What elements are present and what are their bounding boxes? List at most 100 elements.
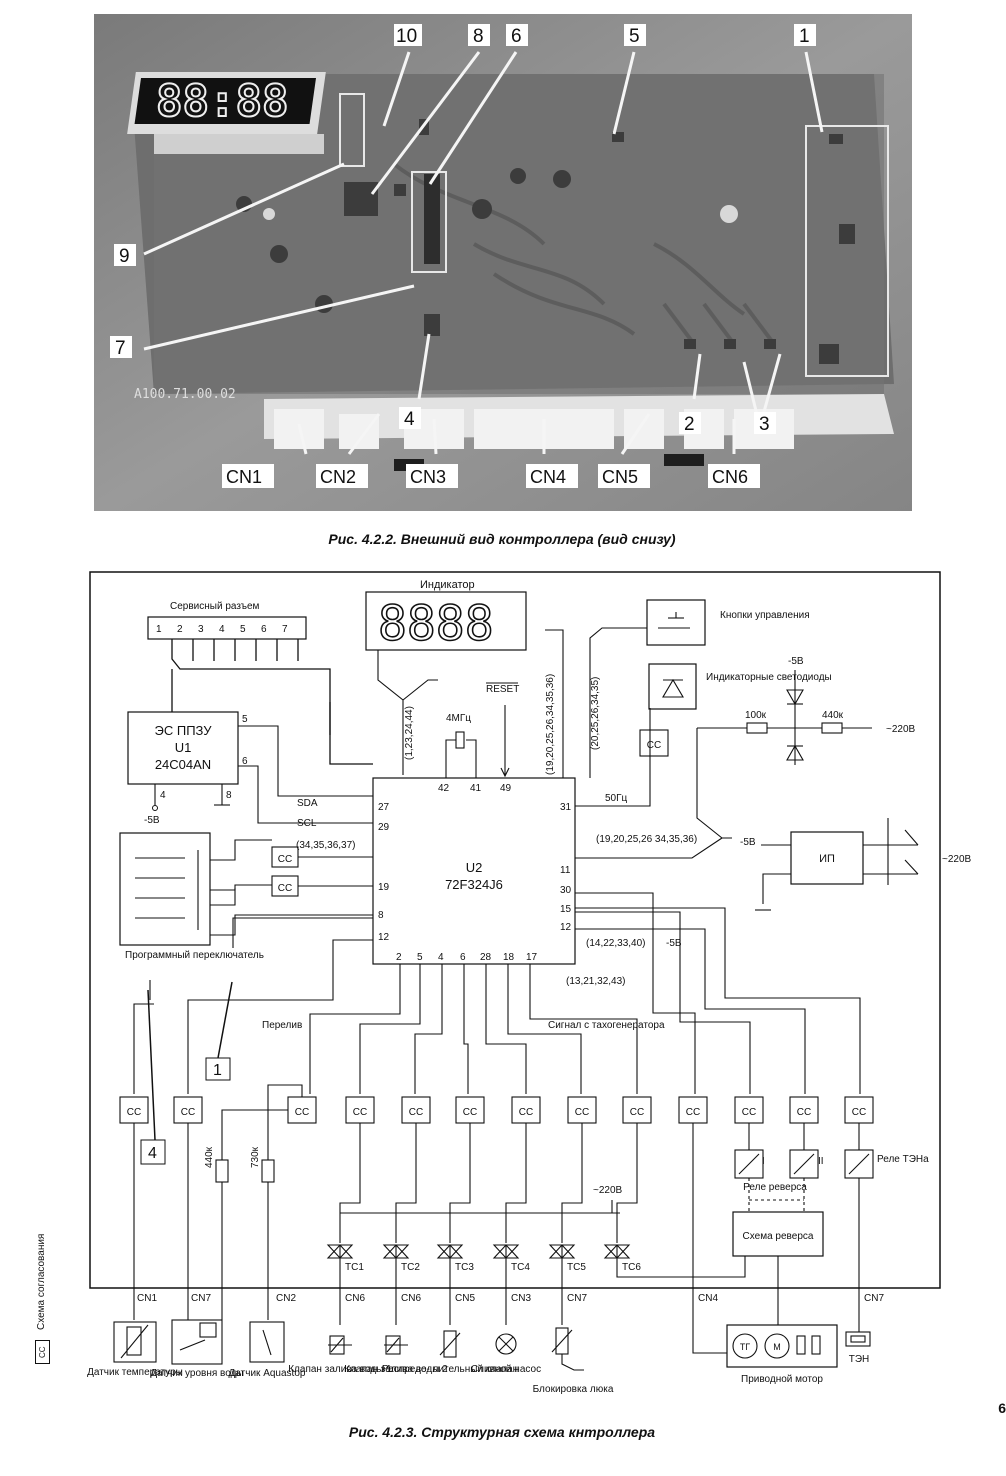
svg-text:8: 8 xyxy=(473,26,484,47)
figure-caption-photo: Рис. 4.2.2. Внешний вид контроллера (вид… xyxy=(328,531,676,547)
callout-1: 1 xyxy=(794,24,816,47)
svg-text:12: 12 xyxy=(560,922,572,933)
svg-text:5: 5 xyxy=(629,26,640,47)
control-buttons-label: Кнопки управления xyxy=(720,610,810,621)
device-level-sensor: Датчик уровня воды xyxy=(150,1368,243,1379)
svg-text:100к: 100к xyxy=(745,710,767,721)
svg-text:CN4: CN4 xyxy=(530,467,566,487)
svg-text:II: II xyxy=(818,1156,824,1167)
device-motor: Приводной мотор xyxy=(741,1374,823,1385)
eeprom-label: ЭС ППЗУ xyxy=(155,723,213,738)
svg-text:SCL: SCL xyxy=(297,818,317,829)
svg-text:50Гц: 50Гц xyxy=(605,793,628,804)
svg-text:Перелив: Перелив xyxy=(262,1020,302,1031)
svg-text:ТС5: ТС5 xyxy=(567,1262,586,1273)
svg-text:СС: СС xyxy=(852,1107,866,1118)
svg-text:CN7: CN7 xyxy=(567,1293,587,1304)
device-door-lock: Блокировка люка xyxy=(533,1384,614,1395)
svg-text:18: 18 xyxy=(503,952,515,963)
svg-text:CN2: CN2 xyxy=(320,467,356,487)
svg-text:Схема реверса: Схема реверса xyxy=(743,1231,814,1242)
svg-text:42: 42 xyxy=(438,783,450,794)
svg-text:(19,20,25,26 34,35,36): (19,20,25,26 34,35,36) xyxy=(596,834,697,845)
indicator-digits: 8888 xyxy=(378,596,494,652)
device-valve-1: Клапан залива воды 1 xyxy=(288,1364,392,1375)
svg-text:ТС6: ТС6 xyxy=(622,1262,641,1273)
svg-text:~220В: ~220В xyxy=(593,1185,623,1196)
marker-1: 1 xyxy=(213,1062,222,1079)
svg-text:СС: СС xyxy=(463,1107,477,1118)
svg-text:СС: СС xyxy=(181,1107,195,1118)
svg-text:19: 19 xyxy=(378,882,390,893)
page-number: 6 xyxy=(998,1400,1006,1416)
svg-text:17: 17 xyxy=(526,952,538,963)
connector-cn3: CN3 xyxy=(406,464,458,488)
svg-text:CN2: CN2 xyxy=(276,1293,296,1304)
svg-text:CN1: CN1 xyxy=(137,1293,157,1304)
svg-text:СС: СС xyxy=(278,883,292,894)
legend-text: Схема согласования xyxy=(36,1233,47,1330)
svg-text:(19,20,25,26,34,35,36): (19,20,25,26,34,35,36) xyxy=(545,674,556,775)
svg-text:31: 31 xyxy=(560,802,572,813)
svg-text:I: I xyxy=(762,1156,765,1167)
svg-text:4: 4 xyxy=(438,952,444,963)
svg-text:Сигнал с тахогенератора: Сигнал с тахогенератора xyxy=(548,1020,665,1031)
svg-text:-5В: -5В xyxy=(144,815,160,826)
svg-text:U1: U1 xyxy=(175,740,192,755)
connector-cn6: CN6 xyxy=(708,464,760,488)
svg-text:CN6: CN6 xyxy=(712,467,748,487)
svg-text:Реле реверса: Реле реверса xyxy=(743,1182,807,1193)
callout-10: 10 xyxy=(394,24,422,47)
svg-text:СС: СС xyxy=(797,1107,811,1118)
svg-text:CN7: CN7 xyxy=(864,1293,884,1304)
svg-text:CN6: CN6 xyxy=(345,1293,365,1304)
callout-6: 6 xyxy=(506,24,528,47)
svg-text:2: 2 xyxy=(684,414,695,435)
svg-text:12: 12 xyxy=(378,932,390,943)
callout-4: 4 xyxy=(399,407,421,430)
svg-text:4: 4 xyxy=(160,790,166,801)
svg-text:ТС2: ТС2 xyxy=(401,1262,420,1273)
svg-text:27: 27 xyxy=(378,802,390,813)
callout-9: 9 xyxy=(114,244,136,267)
svg-text:Реле ТЭНа: Реле ТЭНа xyxy=(877,1154,929,1165)
svg-text:(34,35,36,37): (34,35,36,37) xyxy=(296,840,356,851)
svg-text:1: 1 xyxy=(799,26,810,47)
svg-text:СС: СС xyxy=(742,1107,756,1118)
callout-7: 7 xyxy=(110,336,132,359)
callout-5: 5 xyxy=(624,24,646,47)
svg-text:(20,25,26,34,35): (20,25,26,34,35) xyxy=(590,677,601,750)
svg-text:28: 28 xyxy=(480,952,492,963)
connector-cn2: CN2 xyxy=(316,464,368,488)
svg-text:CN7: CN7 xyxy=(191,1293,211,1304)
svg-text:ТС1: ТС1 xyxy=(345,1262,364,1273)
device-heater: ТЭН xyxy=(849,1354,870,1365)
figure-caption-diagram: Рис. 4.2.3. Структурная схема кнтроллера xyxy=(348,1424,656,1440)
svg-text:CN5: CN5 xyxy=(602,467,638,487)
svg-text:-5В: -5В xyxy=(666,938,682,949)
svg-text:СС: СС xyxy=(519,1107,533,1118)
connector-cn4: CN4 xyxy=(526,464,578,488)
svg-text:2: 2 xyxy=(177,624,183,635)
svg-text:СС: СС xyxy=(278,854,292,865)
svg-text:72F324J6: 72F324J6 xyxy=(445,877,503,892)
psu-label: ИП xyxy=(819,853,835,865)
svg-text:ТС3: ТС3 xyxy=(455,1262,474,1273)
svg-text:-5В: -5В xyxy=(788,656,804,667)
svg-text:CN1: CN1 xyxy=(226,467,262,487)
svg-text:(14,22,33,40): (14,22,33,40) xyxy=(586,938,646,949)
svg-text:4: 4 xyxy=(219,624,225,635)
svg-text:СС: СС xyxy=(127,1107,141,1118)
callout-8: 8 xyxy=(468,24,490,47)
svg-text:30: 30 xyxy=(560,885,572,896)
indicator-title: Индикатор xyxy=(420,579,475,591)
svg-text:6: 6 xyxy=(511,26,522,47)
svg-text:SDA: SDA xyxy=(297,798,318,809)
svg-text:(1,23,24,44): (1,23,24,44) xyxy=(404,706,415,760)
svg-text:49: 49 xyxy=(500,783,512,794)
svg-text:СС: СС xyxy=(647,740,661,751)
svg-text:CN5: CN5 xyxy=(455,1293,475,1304)
svg-text:6: 6 xyxy=(460,952,466,963)
svg-text:5: 5 xyxy=(417,952,423,963)
device-drain-pump: Сливной насос xyxy=(471,1364,541,1375)
